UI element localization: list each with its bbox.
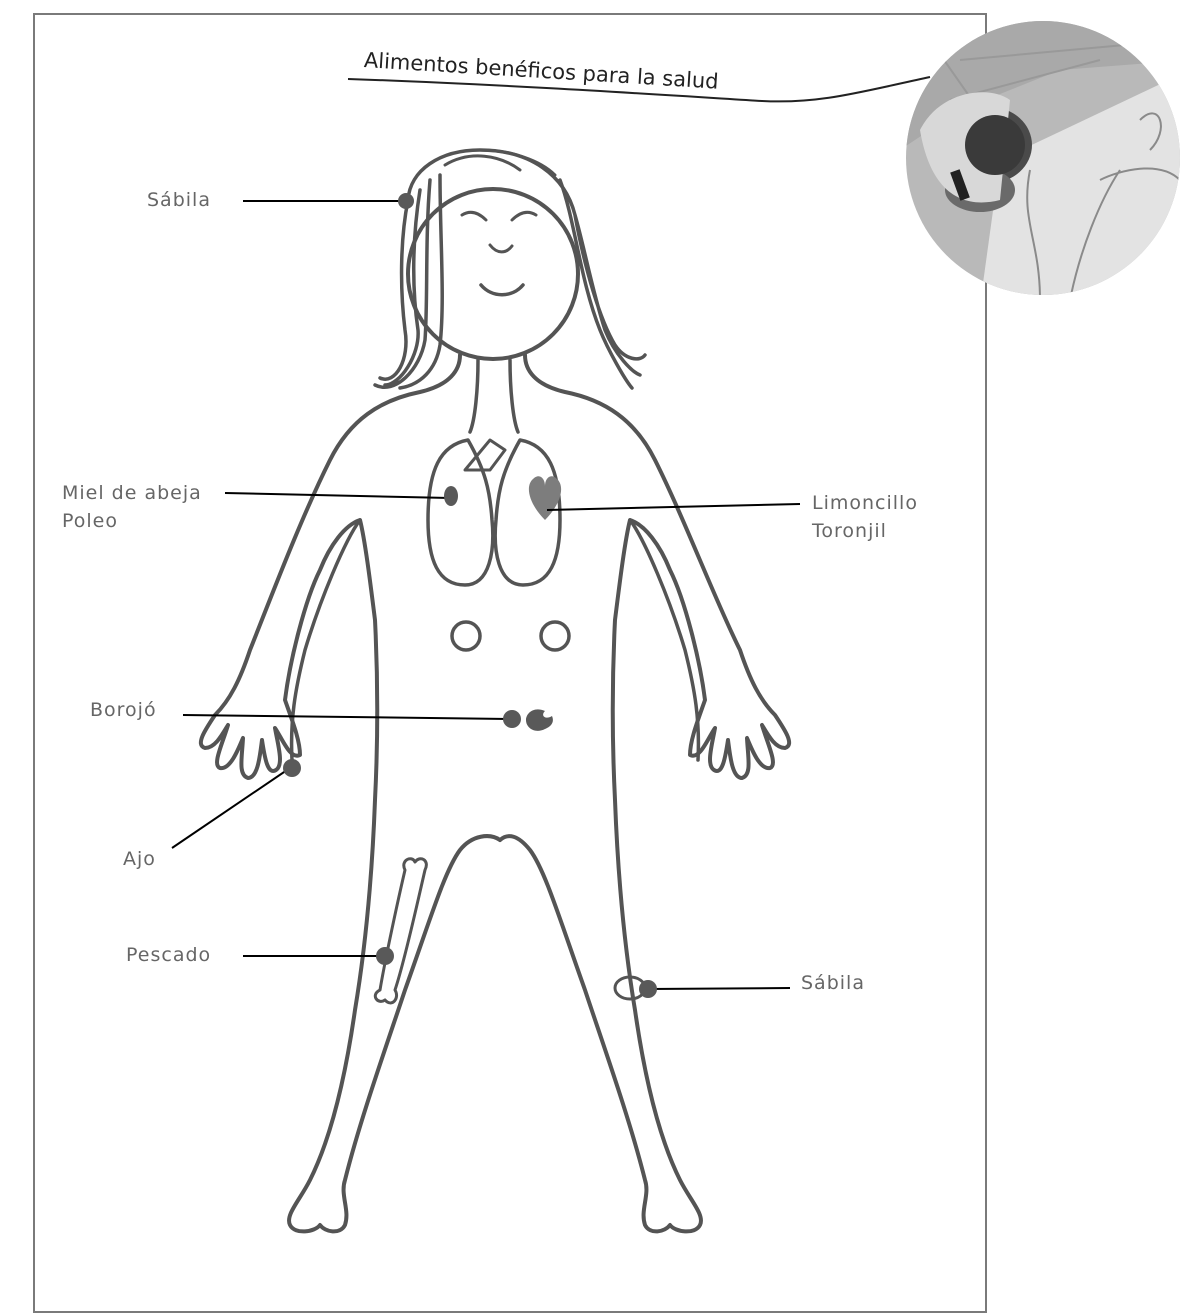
photo-thumbnail xyxy=(900,15,1184,305)
marker-dot xyxy=(376,947,394,965)
label-borojo: Borojó xyxy=(90,698,157,722)
marker-dot xyxy=(503,710,521,728)
label-poleo: Poleo xyxy=(62,509,118,533)
marker-dot xyxy=(526,709,553,730)
label-limoncillo: Limoncillo xyxy=(812,491,918,515)
heart-icon xyxy=(529,476,561,520)
body-outline xyxy=(201,150,789,1231)
label-sabila-head: Sábila xyxy=(147,188,211,212)
marker-dot xyxy=(398,193,414,209)
label-ajo: Ajo xyxy=(123,847,156,871)
leader-lines xyxy=(172,201,800,989)
marker-dot xyxy=(444,486,458,506)
marker-dot xyxy=(283,759,301,777)
label-pescado: Pescado xyxy=(126,943,211,967)
label-sabila-knee: Sábila xyxy=(801,971,865,995)
marker-dot xyxy=(639,980,657,998)
label-miel: Miel de abeja xyxy=(62,481,202,505)
label-toronjil: Toronjil xyxy=(812,519,887,543)
